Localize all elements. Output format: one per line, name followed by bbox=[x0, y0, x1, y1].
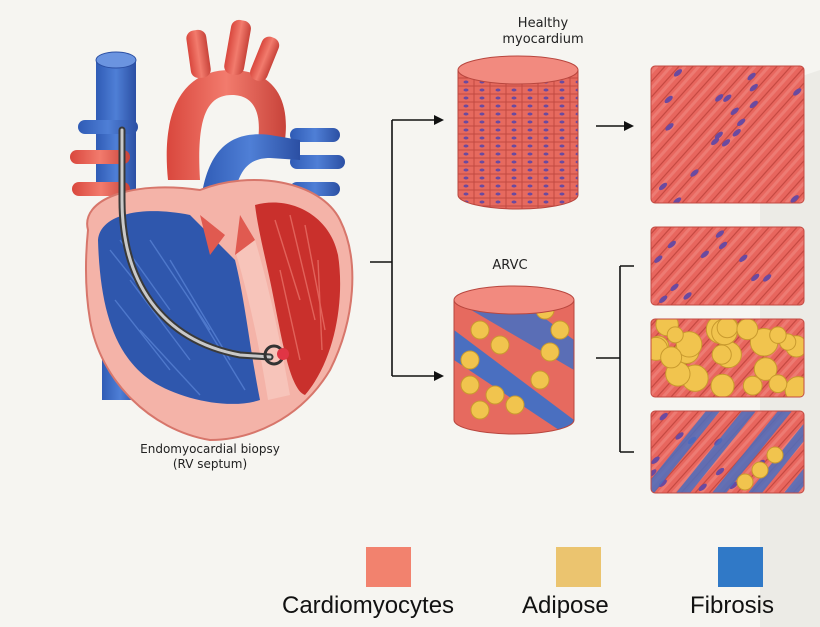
legend-label-cardiomyocytes: Cardiomyocytes bbox=[282, 592, 454, 620]
svc-opening bbox=[96, 52, 136, 68]
arvc-cylinder-top bbox=[454, 286, 574, 314]
arvc-tissue-cylinder bbox=[454, 286, 574, 440]
healthy-cylinder-top bbox=[458, 56, 578, 84]
bracket-ends bbox=[620, 266, 634, 452]
healthy-tissue-cylinder bbox=[458, 56, 581, 214]
aortic-branch bbox=[185, 29, 211, 79]
legend-swatch-adipose bbox=[556, 547, 601, 587]
heart-illustration bbox=[70, 19, 352, 440]
legend-label-fibrosis: Fibrosis bbox=[690, 592, 774, 620]
legend-swatch-cardiomyocytes bbox=[366, 547, 411, 587]
legend-label-adipose: Adipose bbox=[522, 592, 609, 620]
aortic-branch bbox=[248, 34, 282, 83]
histology-arvc-fibrosis-panel bbox=[569, 411, 820, 493]
biopsy-label: Endomyocardial biopsy (RV septum) bbox=[110, 442, 310, 472]
arvc-label: ARVC bbox=[470, 258, 550, 274]
biopsy-sample bbox=[277, 348, 289, 360]
pulmonary-vein bbox=[78, 120, 138, 134]
healthy-myocardium-label: Healthy myocardium bbox=[468, 16, 618, 49]
aortic-branch bbox=[223, 19, 252, 77]
histology-arvc-myocytes-panel bbox=[573, 227, 820, 305]
legend-swatch-fibrosis bbox=[718, 547, 763, 587]
